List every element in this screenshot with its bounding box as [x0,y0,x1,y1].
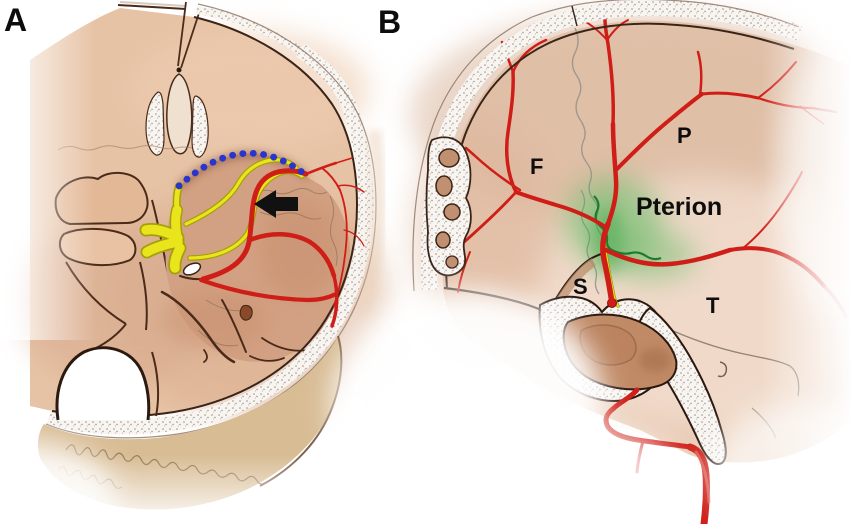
label-sphenoid: S [573,274,588,299]
panel-b-label: B [378,4,401,40]
label-frontal: F [530,154,543,179]
label-temporal: T [706,293,720,318]
sphenosquamous-suture [593,195,662,261]
foramen-magnum [55,346,160,421]
fade-left [0,0,95,340]
petrous-bone [538,295,727,465]
middle-meningeal-artery-a [198,157,365,328]
panel-a [0,0,400,524]
panel-b [333,0,850,524]
label-parietal: P [677,123,692,148]
panel-a-label: A [4,2,27,38]
cranial-vault-wall [45,3,386,439]
frontal-sinus [425,136,472,277]
foramen-spinosum [182,262,202,276]
middle-cranial-fossa [163,151,350,362]
pterion-highlight [565,177,697,280]
arrow-left-icon [254,190,298,218]
foramen-margin-dots [175,149,311,190]
crista-galli [57,1,209,158]
cranial-wall-b [412,0,803,292]
label-pterion: Pterion [636,193,722,221]
